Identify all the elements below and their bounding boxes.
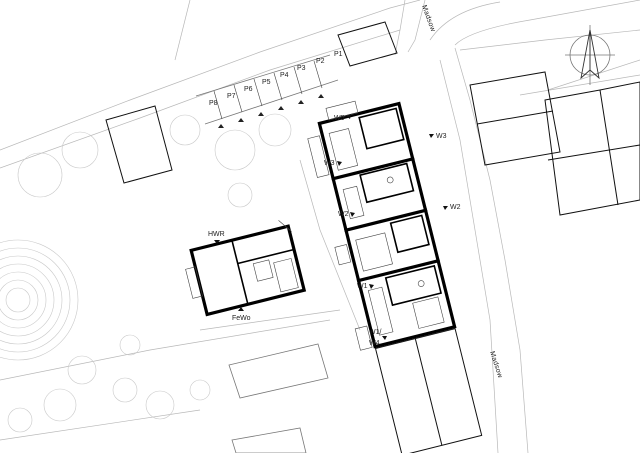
parking-labels: P1 P2 P3 P4 P5 P6 P7 P8 [209, 51, 343, 107]
arrow-icon [238, 307, 244, 311]
label-w5: W5 [334, 115, 345, 122]
parking-p7: P7 [227, 93, 236, 100]
label-fewo: FeWo [232, 315, 251, 322]
street-name-north: Madsow [420, 4, 436, 33]
parking-p4: P4 [280, 72, 289, 79]
unit-labels: W5 W3 W3 W2 W2 W1 W1/ W4 HWR FeWo [208, 114, 461, 347]
arrow-icon [382, 336, 387, 340]
parking-p3: P3 [297, 65, 306, 72]
small-building [185, 220, 307, 317]
parking-p2: P2 [316, 58, 325, 65]
trees [0, 113, 292, 433]
main-building [307, 100, 483, 453]
label-w2-right: W2 [450, 204, 461, 211]
arrow-icon [214, 240, 220, 244]
label-w1-left: W1 [357, 283, 368, 290]
parking-p5: P5 [262, 79, 271, 86]
arrow-icon [369, 284, 374, 289]
label-hwr: HWR [208, 231, 225, 238]
label-w3-top: W3 [436, 133, 447, 140]
label-w2-left: W2 [338, 211, 349, 218]
large-tree-rings [0, 239, 79, 361]
neighbour-buildings [105, 21, 640, 453]
arrow-icon [350, 212, 355, 217]
street-name-east: Madsow [488, 350, 503, 379]
arrow-icon [346, 114, 351, 119]
parking-p1: P1 [334, 51, 343, 58]
label-w3-left: W3 [324, 160, 335, 167]
arrow-icon [443, 206, 448, 210]
label-w4: W4 [369, 340, 380, 347]
parking-p8: P8 [209, 100, 218, 107]
label-w1-bottom: W1/ [369, 329, 382, 336]
parking-strip [195, 54, 339, 128]
arrow-icon [337, 161, 342, 166]
north-arrow-icon [565, 25, 615, 85]
parking-p6: P6 [244, 86, 253, 93]
arrow-icon [429, 134, 434, 138]
